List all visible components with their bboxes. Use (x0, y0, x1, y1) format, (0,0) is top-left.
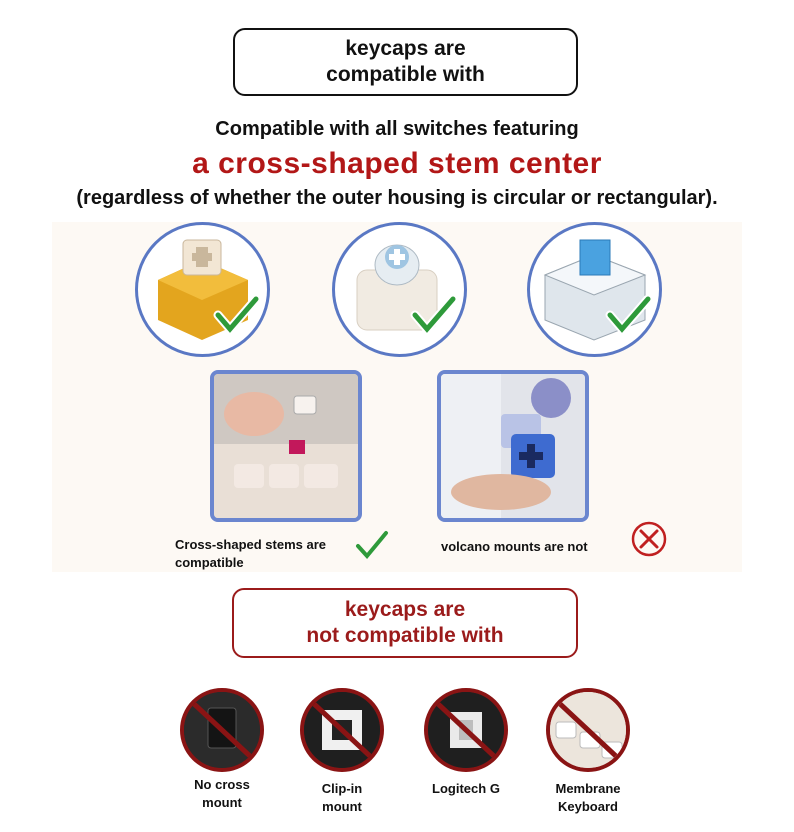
blue-mx-switch-icon (543, 239, 653, 341)
round-switch-circle (332, 222, 467, 357)
logitech-g-circle (424, 688, 508, 772)
clip-in-mount-icon (304, 692, 380, 768)
cross-stem-caption-line1: Cross-shaped stems are (175, 537, 327, 552)
no-cross-mount-label-line1: No cross (194, 777, 250, 792)
yellow-switch-icon (158, 239, 261, 340)
headline-note: (regardless of whether the outer housing… (76, 187, 718, 209)
membrane-keyboard-label-line2: Keyboard (558, 799, 618, 814)
compatible-header-line1: keycaps are (345, 37, 466, 60)
logitech-g-label-line1: Logitech G (432, 781, 500, 796)
not-compatible-line1: keycaps are (344, 598, 466, 621)
cross-stem-caption-line2: compatible (175, 555, 244, 570)
check-icon (356, 531, 388, 560)
headline-line1: Compatible with all switches featuring (215, 118, 579, 140)
volcano-mount-photo (437, 370, 589, 522)
clip-in-mount-label-line1: Clip-in (321, 781, 363, 796)
volcano-caption: volcano mounts are not (441, 539, 588, 554)
no-cross-mount-label-line2: mount (202, 795, 242, 810)
compatible-header-box: keycaps are compatible with (233, 28, 578, 96)
cross-stem-photo (210, 370, 362, 522)
clip-in-mount-circle (300, 688, 384, 772)
membrane-keyboard-label: Membrane Keyboard (538, 780, 638, 816)
yellow-switch-circle (135, 222, 270, 357)
logitech-g-switch-icon (428, 692, 504, 768)
round-white-switch-icon (356, 244, 458, 336)
blue-switch-circle (527, 222, 662, 357)
cross-stem-caption: Cross-shaped stems are compatible (175, 536, 326, 572)
keycap-install-image (214, 374, 358, 518)
not-compatible-box: keycaps are not compatible with (232, 588, 578, 658)
headline-highlight: a cross-shaped stem center (192, 147, 602, 180)
compatible-header-line2: compatible with (326, 63, 485, 86)
membrane-keyboard-circle (546, 688, 630, 772)
keycap-volcano-image (441, 374, 585, 518)
clip-in-mount-label-line2: mount (322, 799, 362, 814)
not-compatible-line2: not compatible with (306, 624, 504, 647)
cross-icon (631, 521, 667, 557)
logitech-g-label: Logitech G (416, 780, 516, 798)
no-cross-mount-circle (180, 688, 264, 772)
membrane-keyboard-label-line1: Membrane (555, 781, 621, 796)
no-cross-mount-label: No cross mount (172, 776, 272, 812)
clip-in-mount-label: Clip-in mount (292, 780, 392, 816)
membrane-keyboard-icon (550, 692, 626, 768)
no-cross-mount-icon (184, 692, 260, 768)
